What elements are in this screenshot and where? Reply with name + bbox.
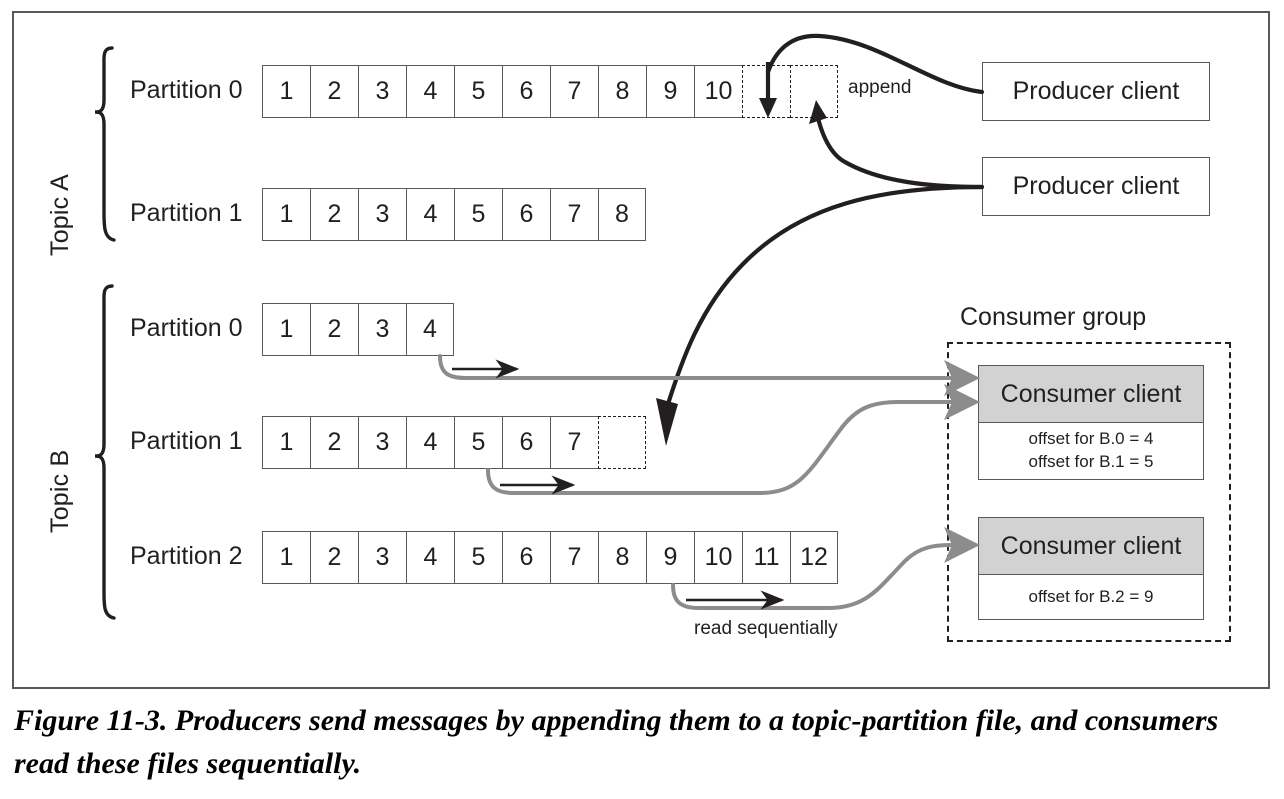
message-cell: 8 [598, 531, 646, 584]
message-cell: 6 [502, 416, 550, 469]
partition-cells-b1: 1 2 3 4 5 6 7 [262, 416, 646, 469]
message-cell: 1 [262, 531, 310, 584]
message-cell: 1 [262, 303, 310, 356]
producer-client-2[interactable]: Producer client [982, 157, 1210, 216]
partition-cells-a0: 1 2 3 4 5 6 7 8 9 10 [262, 65, 838, 118]
message-cell: 2 [310, 188, 358, 241]
message-cell: 9 [646, 531, 694, 584]
message-cell: 6 [502, 65, 550, 118]
message-cell: 1 [262, 65, 310, 118]
message-cell: 8 [598, 65, 646, 118]
message-cell: 11 [742, 531, 790, 584]
message-cell: 4 [406, 531, 454, 584]
message-cell: 7 [550, 416, 598, 469]
message-cell: 2 [310, 65, 358, 118]
message-cell: 4 [406, 303, 454, 356]
append-label: append [848, 77, 912, 98]
partition-cells-b0: 1 2 3 4 [262, 303, 454, 356]
pending-slot [790, 65, 838, 118]
message-cell: 3 [358, 303, 406, 356]
message-cell: 1 [262, 188, 310, 241]
partition-label-b1: Partition 1 [130, 427, 243, 455]
consumer-client-2[interactable]: Consumer client [978, 517, 1204, 575]
pending-slot [598, 416, 646, 469]
message-cell: 5 [454, 65, 502, 118]
message-cell: 4 [406, 65, 454, 118]
message-cell: 2 [310, 416, 358, 469]
topic-label-b: Topic B [46, 449, 74, 533]
consumer-client-1[interactable]: Consumer client [978, 365, 1204, 423]
message-cell: 7 [550, 531, 598, 584]
message-cell: 5 [454, 531, 502, 584]
topic-label-a: Topic A [46, 173, 74, 256]
producer-client-1[interactable]: Producer client [982, 62, 1210, 121]
message-cell: 10 [694, 65, 742, 118]
message-cell: 3 [358, 188, 406, 241]
message-cell: 4 [406, 416, 454, 469]
partition-cells-a1: 1 2 3 4 5 6 7 8 [262, 188, 646, 241]
message-cell: 6 [502, 188, 550, 241]
partition-label-a1: Partition 1 [130, 199, 243, 227]
message-cell: 5 [454, 188, 502, 241]
consumer-offsets-1: offset for B.0 = 4 offset for B.1 = 5 [978, 423, 1204, 480]
message-cell: 9 [646, 65, 694, 118]
message-cell: 10 [694, 531, 742, 584]
offset-line: offset for B.1 = 5 [1028, 452, 1154, 471]
message-cell: 5 [454, 416, 502, 469]
partition-label-a0: Partition 0 [130, 76, 243, 104]
message-cell: 3 [358, 65, 406, 118]
consumer-group-title: Consumer group [960, 303, 1147, 331]
figure-caption: Figure 11-3. Producers send messages by … [14, 704, 1219, 780]
message-cell: 7 [550, 65, 598, 118]
partition-label-b2: Partition 2 [130, 542, 243, 570]
message-cell: 12 [790, 531, 838, 584]
consumer-offsets-2: offset for B.2 = 9 [978, 575, 1204, 620]
message-cell: 6 [502, 531, 550, 584]
message-cell: 2 [310, 303, 358, 356]
pending-slot [742, 65, 790, 118]
partition-cells-b2: 1 2 3 4 5 6 7 8 9 10 11 12 [262, 531, 838, 584]
message-cell: 8 [598, 188, 646, 241]
offset-line: offset for B.0 = 4 [1028, 429, 1154, 449]
message-cell: 3 [358, 416, 406, 469]
message-cell: 4 [406, 188, 454, 241]
partition-label-b0: Partition 0 [130, 314, 243, 342]
offset-line: offset for B.2 = 9 [1028, 586, 1154, 606]
message-cell: 7 [550, 188, 598, 241]
message-cell: 3 [358, 531, 406, 584]
message-cell: 2 [310, 531, 358, 584]
read-sequentially-label: read sequentially [694, 618, 838, 639]
message-cell: 1 [262, 416, 310, 469]
